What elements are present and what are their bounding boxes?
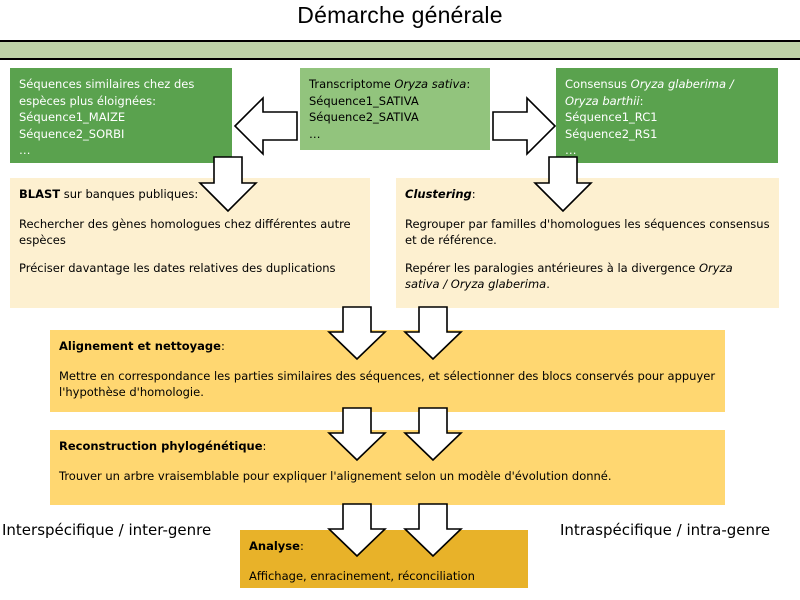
species-name-italic: Oryza sativa	[394, 77, 467, 91]
source-heading-suffix: :	[639, 93, 644, 108]
source-heading-prefix: Transcriptome	[309, 77, 395, 91]
step-box-phylogeny: Reconstruction phylogénétique: Trouver u…	[50, 430, 725, 505]
source-line: Séquence1_MAIZE	[19, 110, 126, 124]
analysis-paragraph: Affichage, enracinement, réconciliation	[249, 568, 475, 583]
phylogeny-heading-rest: :	[262, 439, 267, 453]
caption-intraspecific: Intraspécifique / intra-genre	[560, 521, 771, 539]
source-line: Séquence1_SATIVA	[309, 93, 419, 108]
source-box-transcriptome: Transcriptome Oryza sativa: Séquence1_SA…	[300, 68, 490, 150]
source-line: …	[309, 126, 321, 141]
source-box-similar-sequences: Séquences similaires chez des espèces pl…	[10, 68, 232, 163]
arrow-left-icon	[233, 95, 299, 157]
caption-interspecific: Interspécifique / inter-genre	[2, 521, 212, 539]
clustering-paragraph-2: Repérer les paralogies antérieures à la …	[405, 260, 770, 293]
source-heading-suffix: :	[466, 77, 471, 91]
arrow-down-icon	[327, 502, 387, 558]
source-line: …	[19, 143, 31, 157]
source-line: Séquence1_RC1	[565, 110, 658, 124]
analysis-heading: Analyse:	[249, 538, 519, 555]
arrow-down-icon	[533, 155, 593, 213]
blast-heading-bold: BLAST	[19, 187, 61, 201]
arrow-down-icon	[327, 406, 387, 462]
source-heading: Transcriptome Oryza sativa:	[309, 76, 481, 93]
phylogeny-paragraph: Trouver un arbre vraisemblable pour expl…	[59, 468, 612, 483]
source-line: espèces plus éloignées:	[19, 93, 157, 108]
blast-paragraph-1: Rechercher des gènes homologues chez dif…	[19, 216, 351, 248]
page-title: Démarche générale	[297, 2, 503, 28]
step-box-analysis: Analyse: Affichage, enracinement, réconc…	[240, 530, 528, 588]
alignment-heading-bold: Alignement et nettoyage	[59, 339, 221, 353]
species-name-italic: Oryza glaberima / Oryza barthii	[565, 77, 734, 108]
arrow-down-icon	[327, 305, 387, 361]
arrow-down-icon	[198, 155, 258, 213]
clustering-paragraph-2-suffix: .	[546, 277, 550, 291]
alignment-heading-rest: :	[220, 339, 225, 353]
source-line: …	[565, 143, 577, 157]
arrow-down-icon	[403, 502, 463, 558]
blast-paragraph-2: Préciser davantage les dates relatives d…	[19, 260, 336, 275]
source-line: Séquences similaires chez des	[19, 77, 195, 91]
alignment-paragraph: Mettre en correspondance les parties sim…	[59, 368, 716, 400]
header-divider-band	[0, 40, 800, 60]
clustering-heading-bold: Clustering	[405, 187, 472, 201]
species-name-italic: Oryza sativa / Oryza glaberima	[405, 260, 733, 292]
arrow-down-icon	[403, 406, 463, 462]
clustering-heading: Clustering:	[405, 186, 770, 203]
analysis-heading-bold: Analyse	[249, 539, 300, 553]
blast-heading-rest: sur banques publiques:	[60, 187, 199, 201]
step-box-clustering: Clustering: Regrouper par familles d'hom…	[396, 178, 779, 308]
phylogeny-heading: Reconstruction phylogénétique:	[59, 438, 716, 455]
source-line: Séquence2_SATIVA	[309, 110, 419, 124]
clustering-paragraph-1: Regrouper par familles d'homologues les …	[405, 216, 770, 248]
source-box-consensus: Consensus Oryza glaberima / Oryza barthi…	[556, 68, 778, 163]
alignment-heading: Alignement et nettoyage:	[59, 338, 716, 355]
source-heading: Consensus Oryza glaberima / Oryza barthi…	[565, 76, 769, 109]
source-heading-prefix: Consensus	[565, 77, 631, 91]
source-line: Séquence2_RS1	[565, 126, 658, 141]
blast-heading: BLAST sur banques publiques:	[19, 186, 361, 203]
clustering-paragraph-2-prefix: Repérer les paralogies antérieures à la …	[405, 260, 699, 275]
source-line: Séquence2_SORBI	[19, 126, 125, 141]
clustering-heading-rest: :	[471, 187, 476, 201]
step-box-alignment: Alignement et nettoyage: Mettre en corre…	[50, 330, 725, 412]
step-box-blast: BLAST sur banques publiques: Rechercher …	[10, 178, 370, 308]
arrow-down-icon	[403, 305, 463, 361]
phylogeny-heading-bold: Reconstruction phylogénétique	[59, 439, 263, 453]
analysis-heading-rest: :	[299, 539, 304, 553]
arrow-right-icon	[491, 95, 557, 157]
